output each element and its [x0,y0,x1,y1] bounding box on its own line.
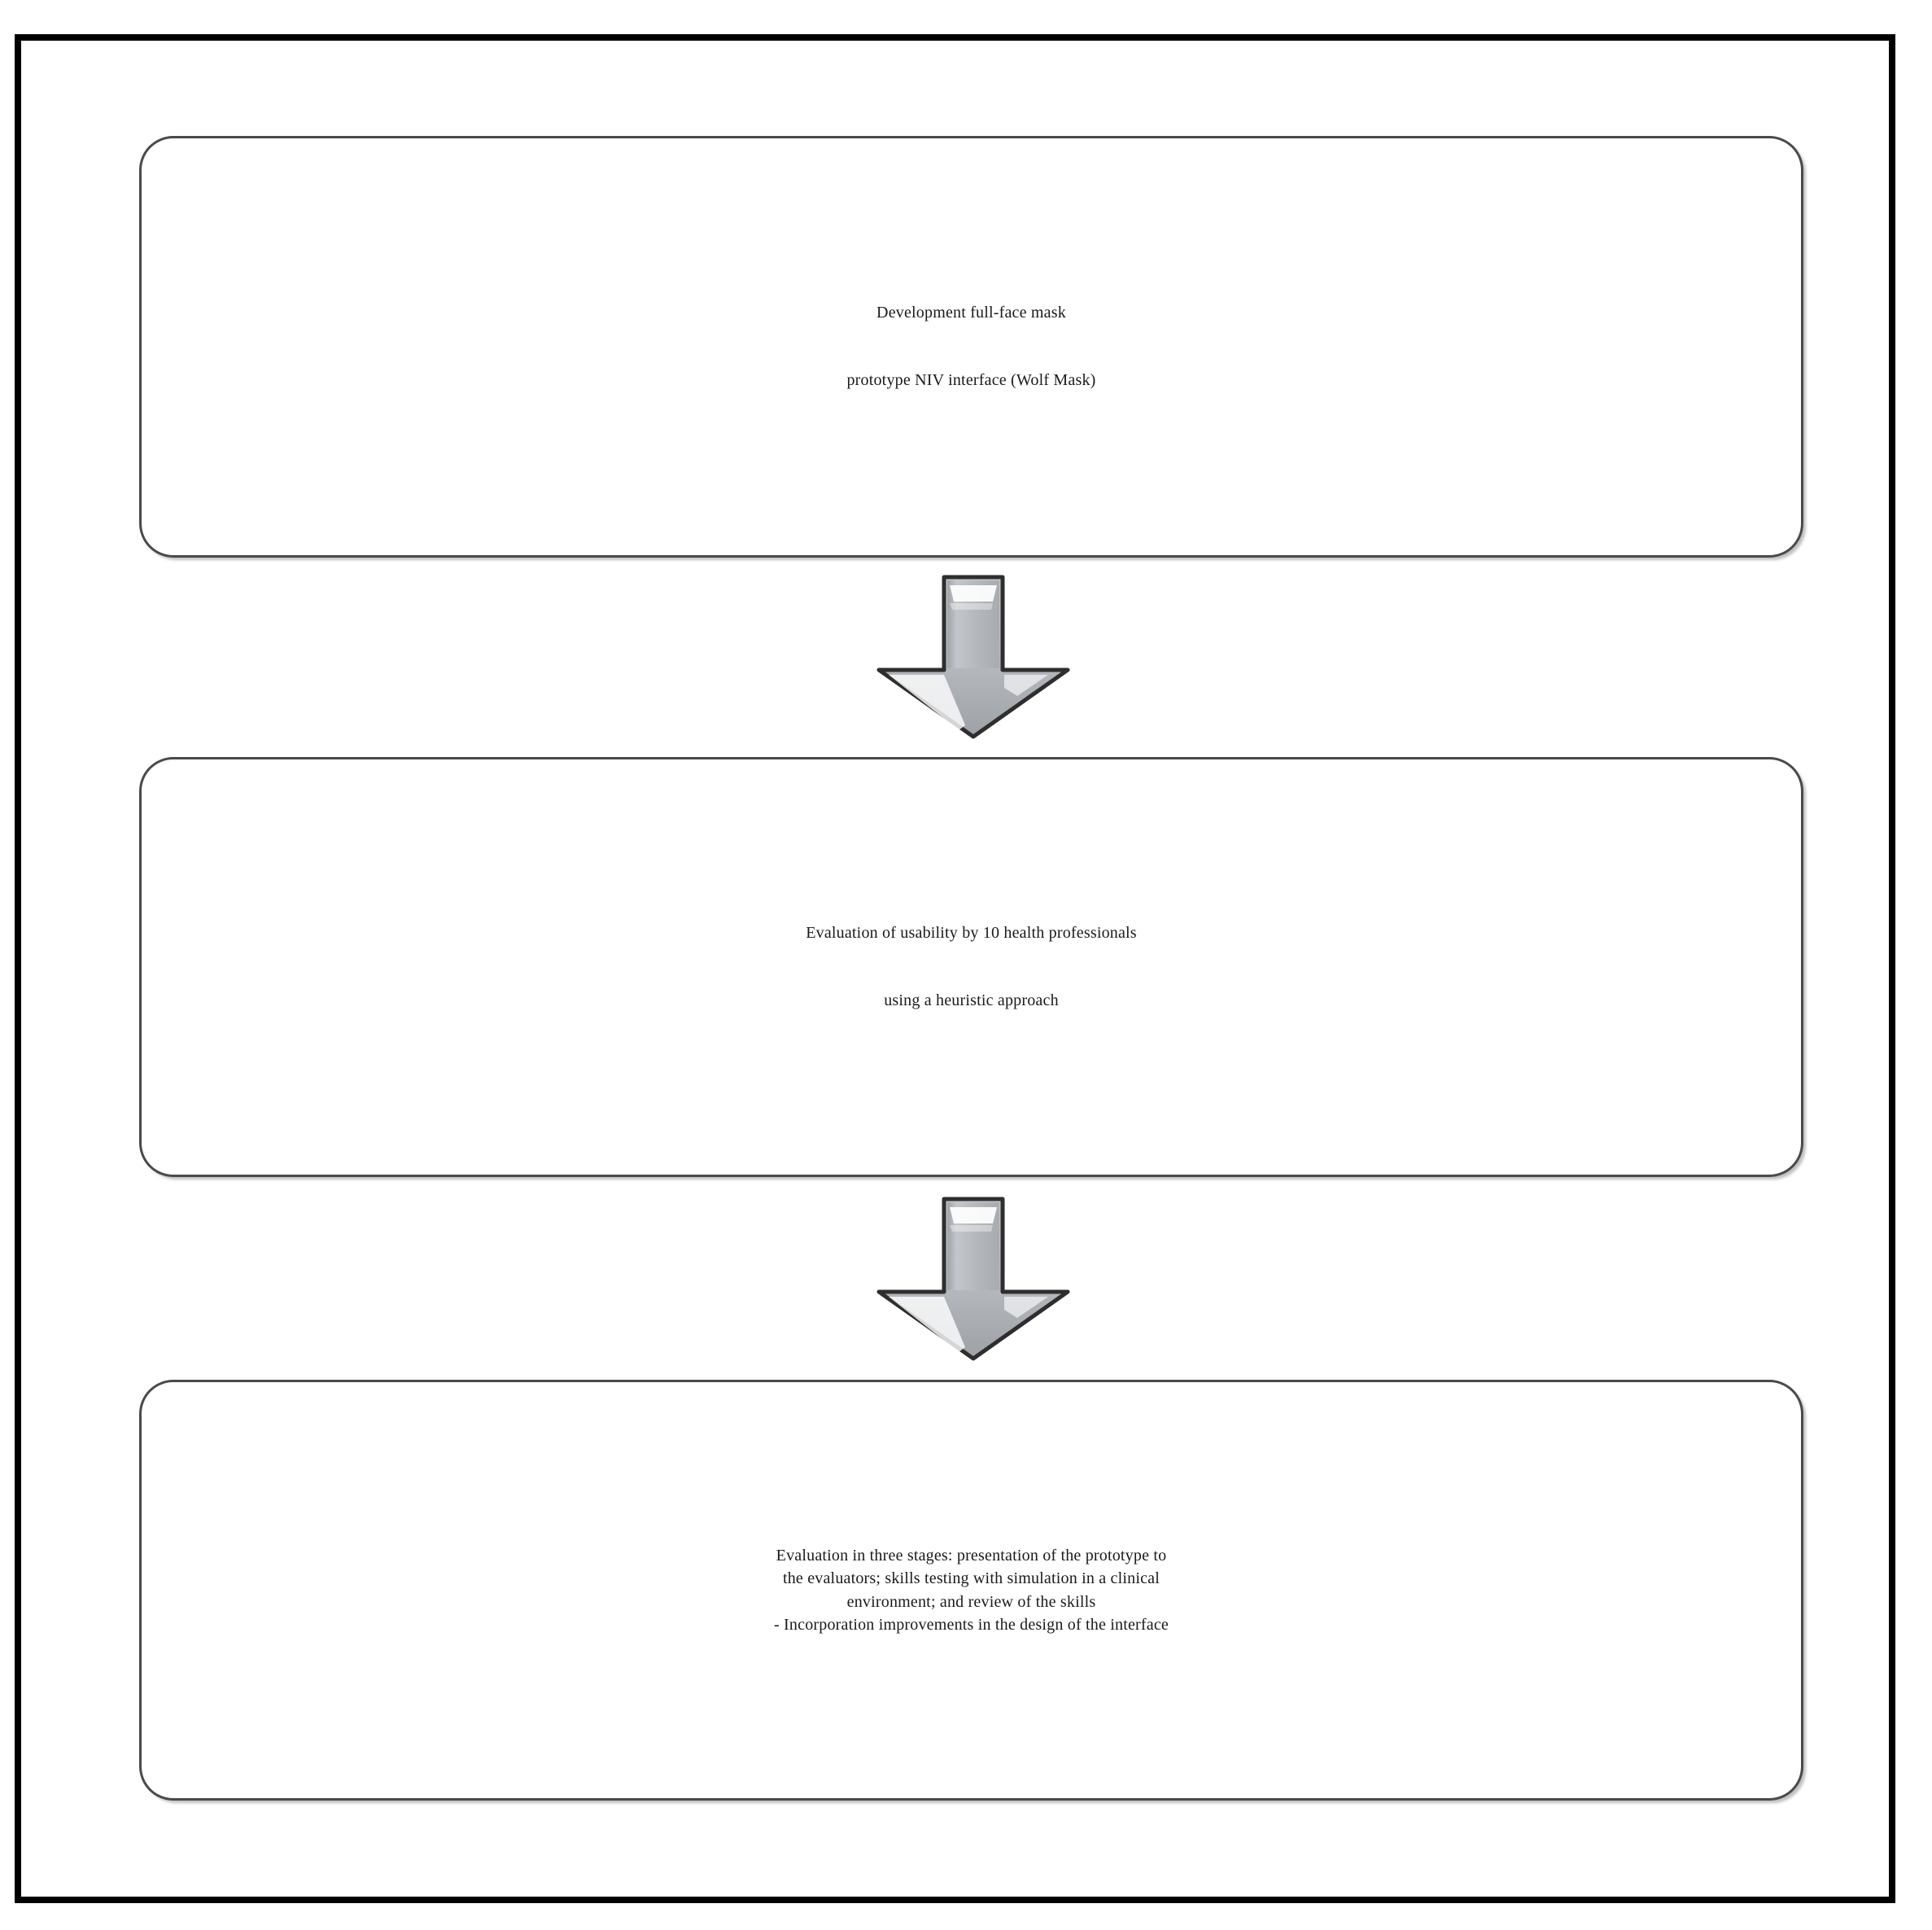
flowchart: Development full-face mask prototype NIV… [139,136,1803,1801]
flow-step-usability-line-2: using a heuristic approach [884,991,1059,1009]
down-arrow-icon-1 [874,574,1073,742]
down-arrow-icon-2 [874,1196,1073,1363]
flow-step-three-stage-evaluation: Evaluation in three stages: presentation… [139,1380,1803,1801]
flow-step-development-line-1: Development full-face mask [876,303,1066,322]
flow-step-usability-line-1: Evaluation of usability by 10 health pro… [806,923,1137,942]
flow-step-three-stage-line-1: Evaluation in three stages: presentation… [776,1546,1167,1565]
flow-step-three-stage-bullet: - Incorporation improvements in the desi… [774,1615,1169,1634]
flow-step-three-stage-line-3: environment; and review of the skills [846,1592,1096,1611]
flow-step-development: Development full-face mask prototype NIV… [139,136,1803,558]
figure-outer-frame: Development full-face mask prototype NIV… [15,34,1895,1903]
flow-step-usability-evaluation: Evaluation of usability by 10 health pro… [139,757,1803,1177]
down-arrow-glyph-2 [876,1197,1070,1361]
flow-step-three-stage-line-2: the evaluators; skills testing with simu… [782,1569,1161,1588]
down-arrow-glyph-1 [876,575,1070,739]
flow-step-development-line-2: prototype NIV interface (Wolf Mask) [846,371,1096,389]
